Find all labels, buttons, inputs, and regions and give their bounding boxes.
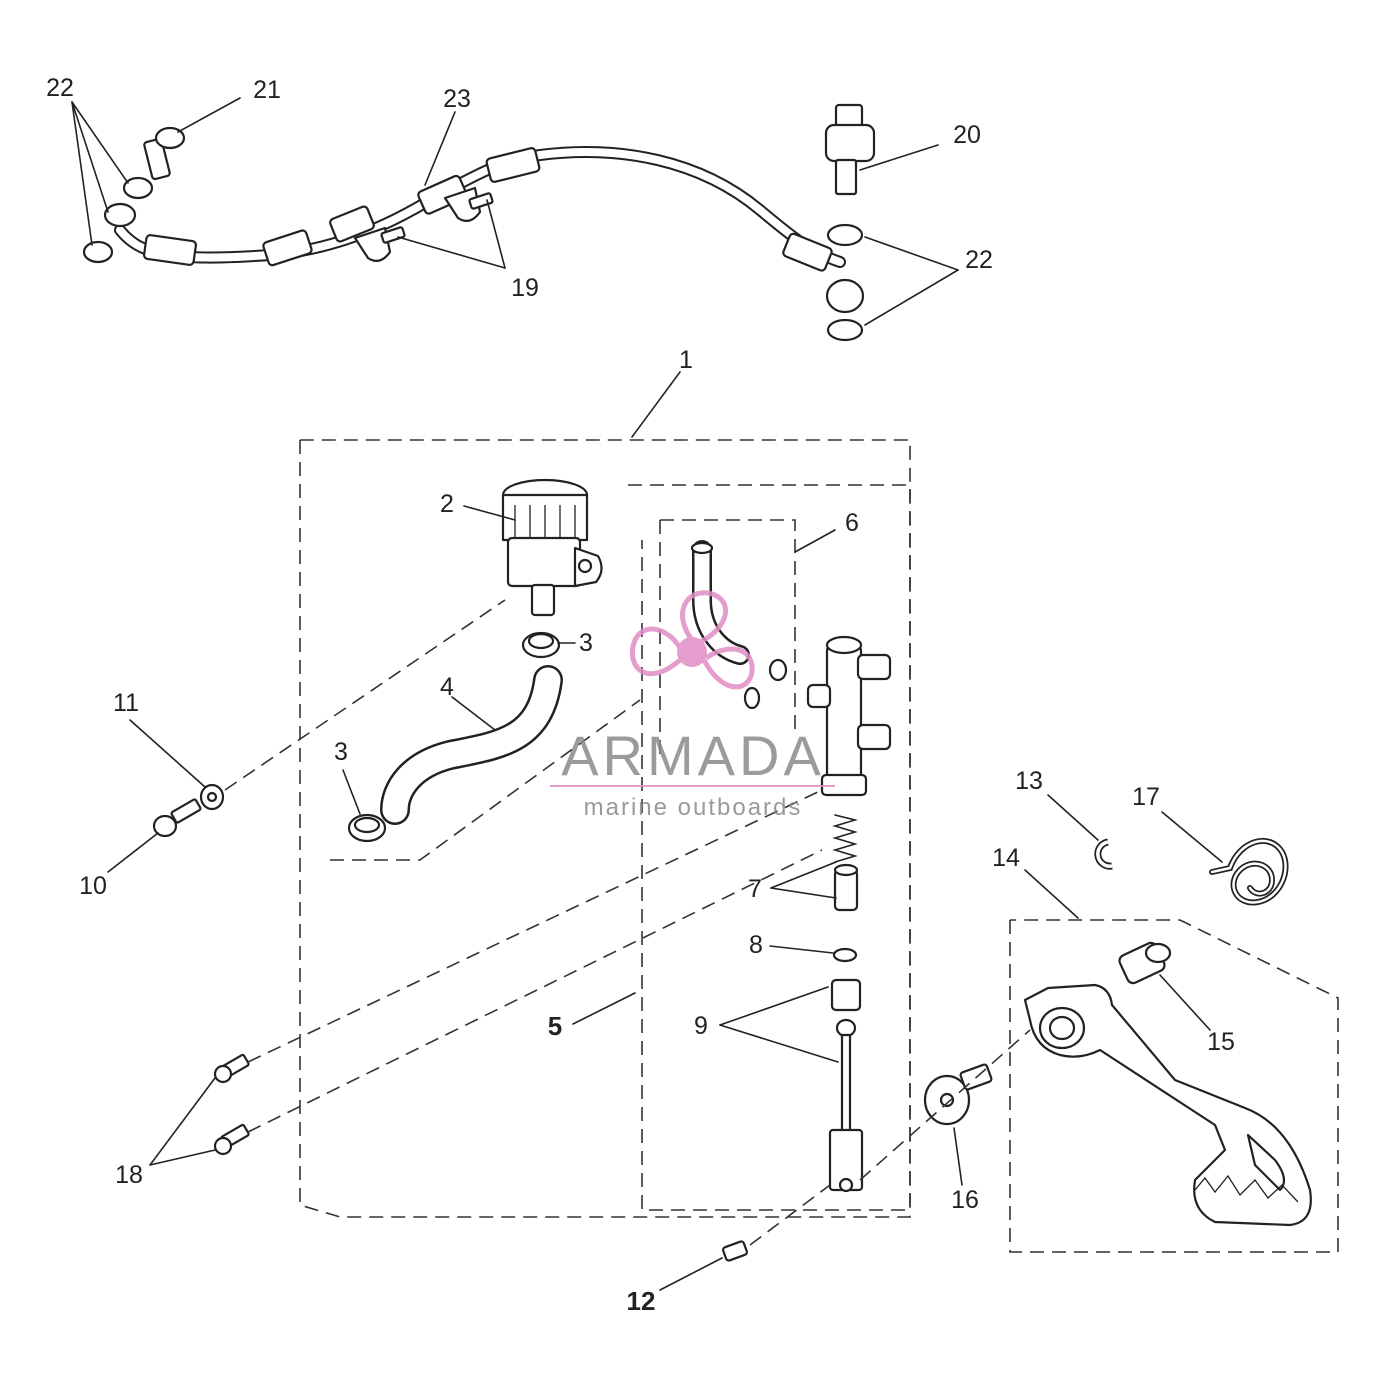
callout-3-lower: 3	[334, 738, 348, 766]
assembly-box-5	[628, 484, 911, 1211]
bush-15	[1118, 941, 1172, 985]
callout-15: 15	[1207, 1028, 1235, 1056]
banjo-washers-right	[825, 223, 865, 342]
callout-18: 18	[115, 1161, 143, 1189]
callout-1: 1	[679, 346, 693, 374]
callout-13: 13	[1015, 767, 1043, 795]
watermark-tagline: marine outboards	[584, 794, 803, 821]
piston-7	[833, 863, 859, 912]
brake-pedal-14	[1023, 983, 1312, 1227]
assembly-box-14	[1009, 919, 1339, 1253]
bolt-10	[152, 798, 202, 838]
assembly-box-1	[299, 439, 911, 1218]
spring-7	[832, 814, 859, 863]
callout-2: 2	[440, 490, 454, 518]
callout-19: 19	[511, 274, 539, 302]
callout-14: 14	[992, 844, 1020, 872]
callout-6: 6	[845, 509, 859, 537]
banjo-bolt-21	[143, 126, 186, 181]
callout-16: 16	[951, 1186, 979, 1214]
leader-lines	[71, 97, 1223, 1291]
callout-21: 21	[253, 76, 281, 104]
spring-17	[1209, 837, 1289, 906]
callout-8: 8	[749, 931, 763, 959]
callout-22: 22	[46, 74, 74, 102]
assembly-box-4	[330, 699, 641, 861]
hose-clip-3a	[521, 631, 561, 659]
banjo-washers-left	[82, 176, 154, 264]
reservoir-2	[501, 478, 603, 617]
alignment-lines	[224, 599, 1031, 1246]
reservoir-hose-4	[380, 665, 563, 825]
o-ring-8	[832, 947, 858, 963]
callout-7: 7	[748, 875, 762, 903]
callout-11: 11	[113, 689, 139, 717]
callout-10: 10	[79, 872, 107, 900]
callout-3: 3	[579, 629, 593, 657]
brake-hose	[114, 146, 846, 272]
callout-23: 23	[443, 85, 471, 113]
pin-12	[722, 1240, 748, 1262]
inlet-elbow-6	[690, 540, 788, 710]
circlip-13	[1094, 838, 1113, 870]
pushrod-9	[828, 978, 864, 1193]
master-cylinder-body	[806, 635, 892, 797]
callout-labels: 1 2 3 3 4 5 6 7 8 9 10 11 12 13 14 15 16…	[46, 74, 1235, 1316]
washer-11	[199, 783, 225, 811]
armada-logo-watermark: ARMADA marine outboards	[550, 590, 835, 821]
callout-5: 5	[548, 1011, 562, 1041]
callout-12: 12	[627, 1286, 656, 1316]
callout-9: 9	[694, 1012, 708, 1040]
callout-22-right: 22	[965, 246, 993, 274]
callout-17: 17	[1132, 783, 1160, 811]
watermark-brand: ARMADA	[561, 724, 825, 787]
propeller-icon	[629, 590, 755, 690]
callout-4: 4	[440, 673, 454, 701]
bolts-19	[380, 192, 494, 244]
hose-clip-3b	[347, 813, 387, 843]
assembly-box-6	[659, 519, 796, 760]
callout-20: 20	[953, 121, 981, 149]
screws-18	[213, 1053, 250, 1156]
pressure-switch-20	[824, 103, 876, 196]
